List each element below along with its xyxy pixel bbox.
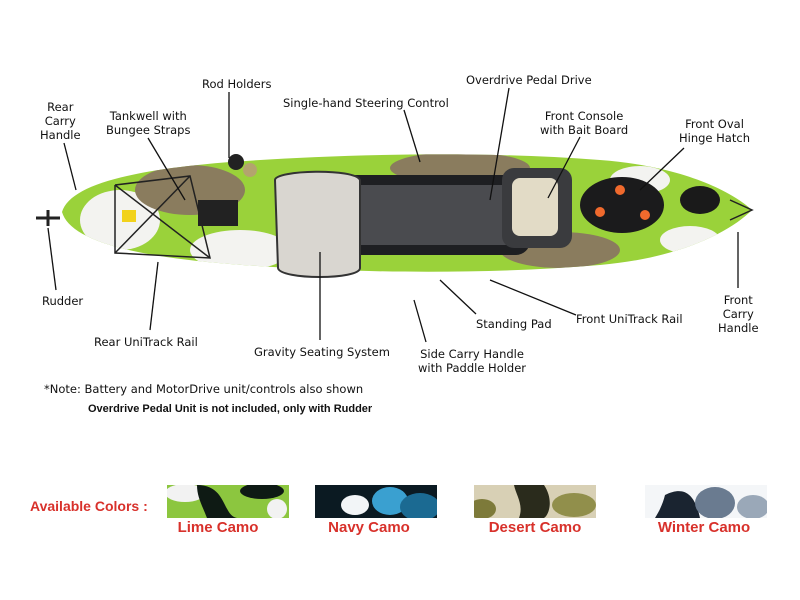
swatch-navy-camo[interactable] [315, 485, 437, 518]
label-line: Front [723, 293, 753, 307]
label-line: Front Console [544, 109, 624, 123]
label-tankwell: Tankwell with Bungee Straps [106, 109, 190, 137]
note-pedal-unit: Overdrive Pedal Unit is not included, on… [88, 403, 373, 415]
label-front-console: Front Console with Bait Board [540, 109, 628, 137]
note-battery: *Note: Battery and MotorDrive unit/contr… [44, 382, 364, 396]
label-rudder: Rudder [42, 294, 84, 308]
label-front-hatch: Front Oval Hinge Hatch [679, 117, 750, 145]
tankwell-bungee [114, 175, 211, 259]
gravity-seat [273, 170, 361, 278]
label-gravity-seating: Gravity Seating System [254, 345, 390, 359]
front-hatch [580, 177, 664, 233]
color-name-lime[interactable]: Lime Camo [177, 519, 259, 536]
available-colors-title: Available Colors : [30, 498, 148, 514]
label-line: Side Carry Handle [420, 347, 524, 361]
label-steering-control: Single-hand Steering Control [283, 96, 449, 110]
bait-board [512, 178, 558, 236]
color-name-desert[interactable]: Desert Camo [488, 519, 582, 536]
label-line: Carry [722, 307, 754, 321]
label-rear-carry-handle: Rear Carry Handle [40, 100, 81, 142]
label-rod-holders: Rod Holders [202, 77, 272, 91]
label-line: Front Oval [685, 117, 744, 131]
label-overdrive-pedal: Overdrive Pedal Drive [466, 73, 592, 87]
camo-pattern-icon [167, 485, 289, 518]
label-line: Handle [718, 321, 759, 335]
camo-pattern-icon [474, 485, 596, 518]
label-front-unitrack: Front UniTrack Rail [576, 312, 683, 326]
label-line: with Bait Board [540, 123, 629, 137]
label-line: Bungee Straps [106, 123, 191, 137]
color-name-winter[interactable]: Winter Camo [657, 519, 751, 536]
label-rear-unitrack: Rear UniTrack Rail [94, 335, 198, 349]
label-line: Rear [47, 100, 74, 114]
label-line: with Paddle Holder [418, 361, 527, 375]
swatch-lime-camo[interactable] [167, 485, 289, 518]
kayak-hull [36, 154, 754, 278]
swatch-winter-camo[interactable] [645, 485, 767, 518]
camo-pattern-icon [315, 485, 437, 518]
label-front-carry-handle: Front Carry Handle [718, 293, 759, 335]
label-line: Carry [44, 114, 76, 128]
swatch-desert-camo[interactable] [474, 485, 596, 518]
color-name-navy[interactable]: Navy Camo [328, 519, 410, 536]
camo-pattern-icon [645, 485, 767, 518]
rudder [36, 210, 60, 226]
label-line: Handle [40, 128, 81, 142]
label-side-carry-handle: Side Carry Handle with Paddle Holder [418, 347, 526, 375]
label-line: Hinge Hatch [679, 131, 750, 145]
label-line: Tankwell with [109, 109, 187, 123]
leader-lines [47, 87, 739, 343]
label-standing-pad: Standing Pad [476, 317, 552, 331]
